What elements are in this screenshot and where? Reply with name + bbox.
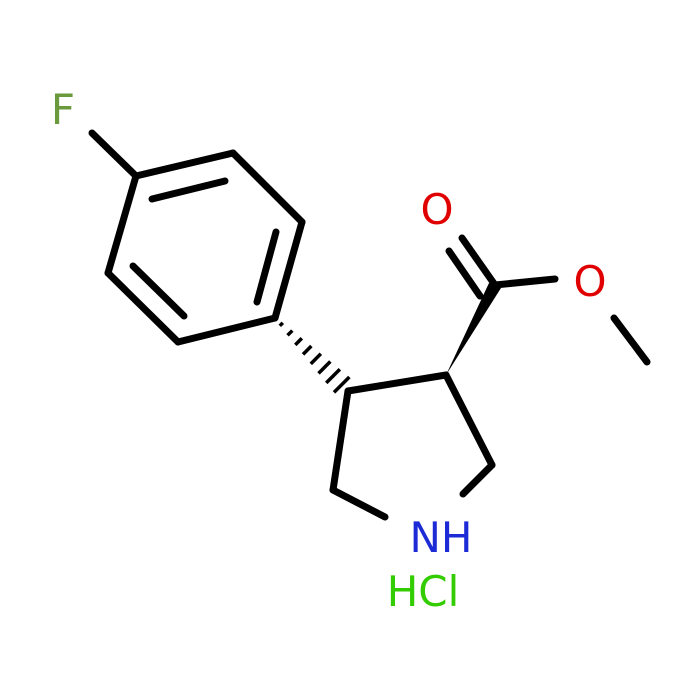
aromatic-inner-bond-1 bbox=[148, 177, 229, 203]
fluorine-atom-label: F bbox=[51, 85, 75, 134]
hash-line bbox=[286, 329, 294, 337]
hash-line bbox=[332, 375, 351, 394]
hashed-wedge-bond bbox=[278, 321, 351, 394]
bond-c4-c5 bbox=[174, 314, 279, 346]
hash-line bbox=[278, 321, 285, 328]
solid-wedge-bond bbox=[446, 283, 501, 375]
bond-c4p-c5p bbox=[329, 387, 352, 494]
bond-c5p-n bbox=[329, 486, 389, 521]
hash-line bbox=[294, 337, 304, 347]
bond-c-o-double-1 bbox=[458, 234, 499, 289]
hash-line bbox=[317, 360, 332, 375]
bond-c1-c2 bbox=[132, 149, 237, 180]
ester-oxygen-label: O bbox=[573, 257, 606, 306]
ring-nitrogen-label: NH bbox=[410, 513, 473, 562]
bond-c3p-c2p bbox=[442, 371, 496, 469]
carbonyl-oxygen-label: O bbox=[420, 185, 453, 234]
bond-c-o-double-2 bbox=[445, 247, 484, 300]
bond-c5-c6 bbox=[104, 269, 182, 346]
bond-c4p-c3p bbox=[344, 371, 450, 395]
hash-line bbox=[325, 368, 342, 385]
bond-c2-c3 bbox=[229, 149, 306, 226]
bond-c2p-n bbox=[459, 461, 496, 498]
aromatic-inner-bond-2 bbox=[253, 228, 280, 306]
hash-line bbox=[301, 344, 313, 356]
pyrrolidine-ring bbox=[329, 371, 496, 521]
bond-c6-c1 bbox=[104, 172, 140, 277]
bond-o-methyl bbox=[610, 314, 651, 366]
fluorophenyl-ring bbox=[88, 129, 306, 346]
bond-f-c1 bbox=[88, 129, 140, 180]
aromatic-inner-bond-3 bbox=[129, 262, 188, 320]
bond-c-o-single bbox=[491, 275, 559, 289]
bond-c3-c4 bbox=[271, 218, 306, 322]
hash-line bbox=[309, 352, 323, 366]
ester-group bbox=[445, 234, 651, 366]
hcl-salt-label: HCl bbox=[387, 567, 460, 616]
